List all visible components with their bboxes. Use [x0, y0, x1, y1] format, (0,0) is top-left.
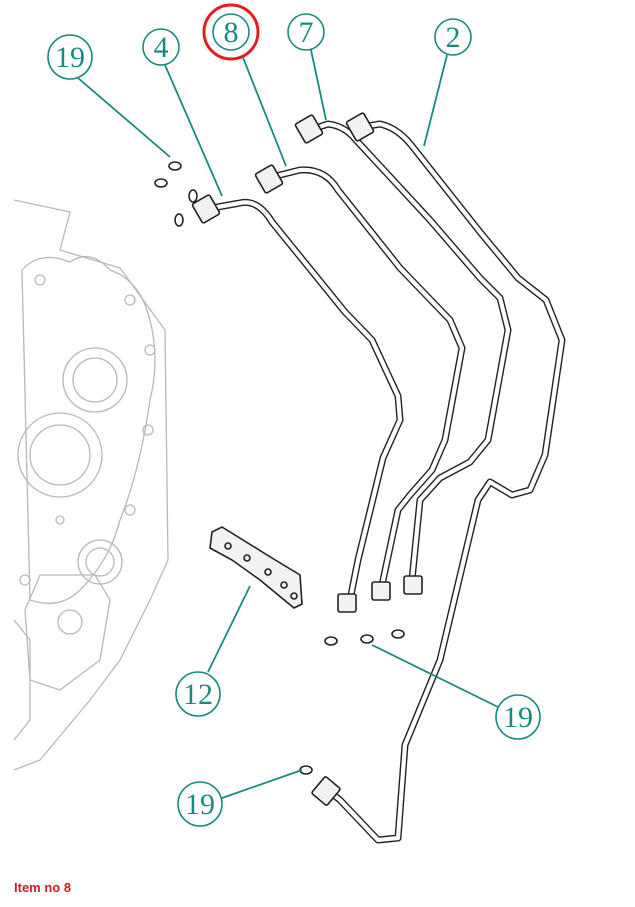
callout-12-label: 12: [183, 678, 213, 711]
callout-19-mid: 19: [495, 694, 541, 740]
leader-19-bottom: [221, 769, 303, 799]
callout-19-top-label: 19: [55, 41, 85, 74]
callout-2-label: 2: [446, 21, 461, 54]
o-rings-item-19: [154, 161, 405, 775]
leader-7: [310, 49, 327, 121]
callout-4-label: 4: [154, 31, 169, 64]
exploded-parts-diagram: 19 4 8 7 2 12 19 19: [13, 3, 566, 844]
callout-8: 8: [202, 3, 260, 61]
highlight-ring: [202, 3, 260, 61]
bracket-item-12: [209, 526, 303, 609]
callout-19-mid-label: 19: [503, 701, 533, 734]
callout-12: 12: [175, 671, 221, 717]
callout-19-bottom: 19: [177, 781, 223, 827]
callout-4: 4: [142, 28, 180, 66]
engine-housing-ghost: [13, 199, 169, 771]
leader-19-mid: [371, 644, 499, 708]
pipe-item-2: [311, 112, 566, 844]
leader-12: [207, 585, 251, 673]
callout-7-label: 7: [299, 16, 314, 49]
callout-19-top: 19: [47, 34, 93, 80]
callout-19-bottom-label: 19: [185, 788, 215, 821]
leader-4: [164, 64, 223, 197]
callout-2: 2: [434, 18, 472, 56]
pipe-item-4: [191, 194, 404, 613]
callout-7: 7: [287, 13, 325, 51]
item-caption: Item no 8: [14, 880, 72, 895]
pipe-item-8: [254, 164, 466, 601]
leader-19-top: [77, 77, 171, 158]
callout-8-label: 8: [224, 16, 239, 49]
leader-2: [423, 54, 448, 147]
leader-8: [241, 54, 287, 167]
